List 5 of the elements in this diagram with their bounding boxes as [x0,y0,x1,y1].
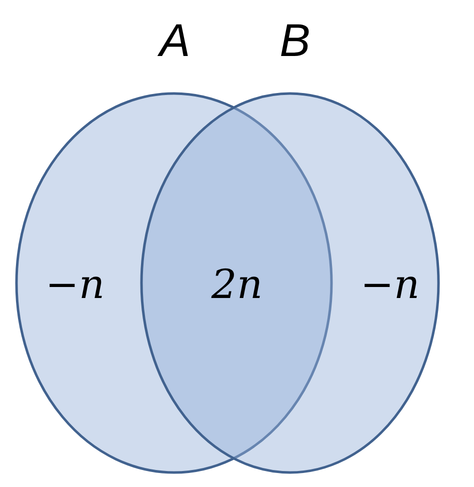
region-value: −n [360,265,420,305]
set-label: A [160,17,190,63]
region-value: 2n [211,265,263,305]
region-value: −n [45,265,105,305]
set-label: B [280,17,310,63]
